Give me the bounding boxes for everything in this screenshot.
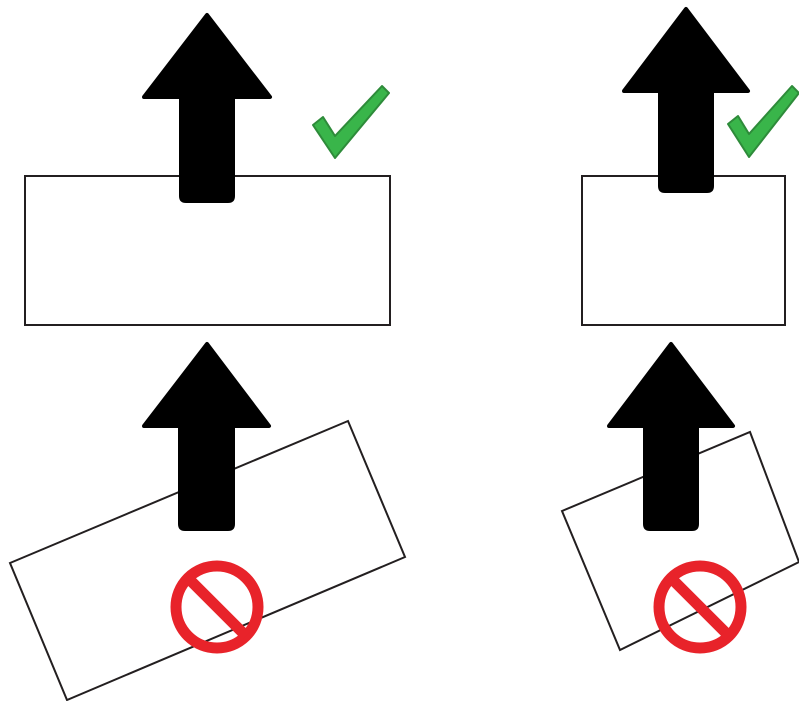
- wide-tilted-rectangle: [8, 419, 407, 701]
- checkmark-icon: [727, 85, 799, 158]
- up-arrow-icon: [142, 342, 271, 531]
- up-arrow-icon: [142, 13, 272, 203]
- up-arrow-icon: [622, 7, 750, 193]
- up-arrow-icon: [607, 342, 735, 531]
- panel-wide-tilted: [8, 342, 407, 701]
- narrow-level-rectangle: [581, 175, 786, 326]
- panel-narrow-level: [581, 7, 799, 326]
- prohibited-icon: [653, 560, 747, 654]
- panel-narrow-tilted: [560, 342, 799, 654]
- checkmark-icon: [312, 85, 390, 159]
- prohibited-icon: [170, 560, 264, 654]
- panel-wide-level: [24, 13, 391, 326]
